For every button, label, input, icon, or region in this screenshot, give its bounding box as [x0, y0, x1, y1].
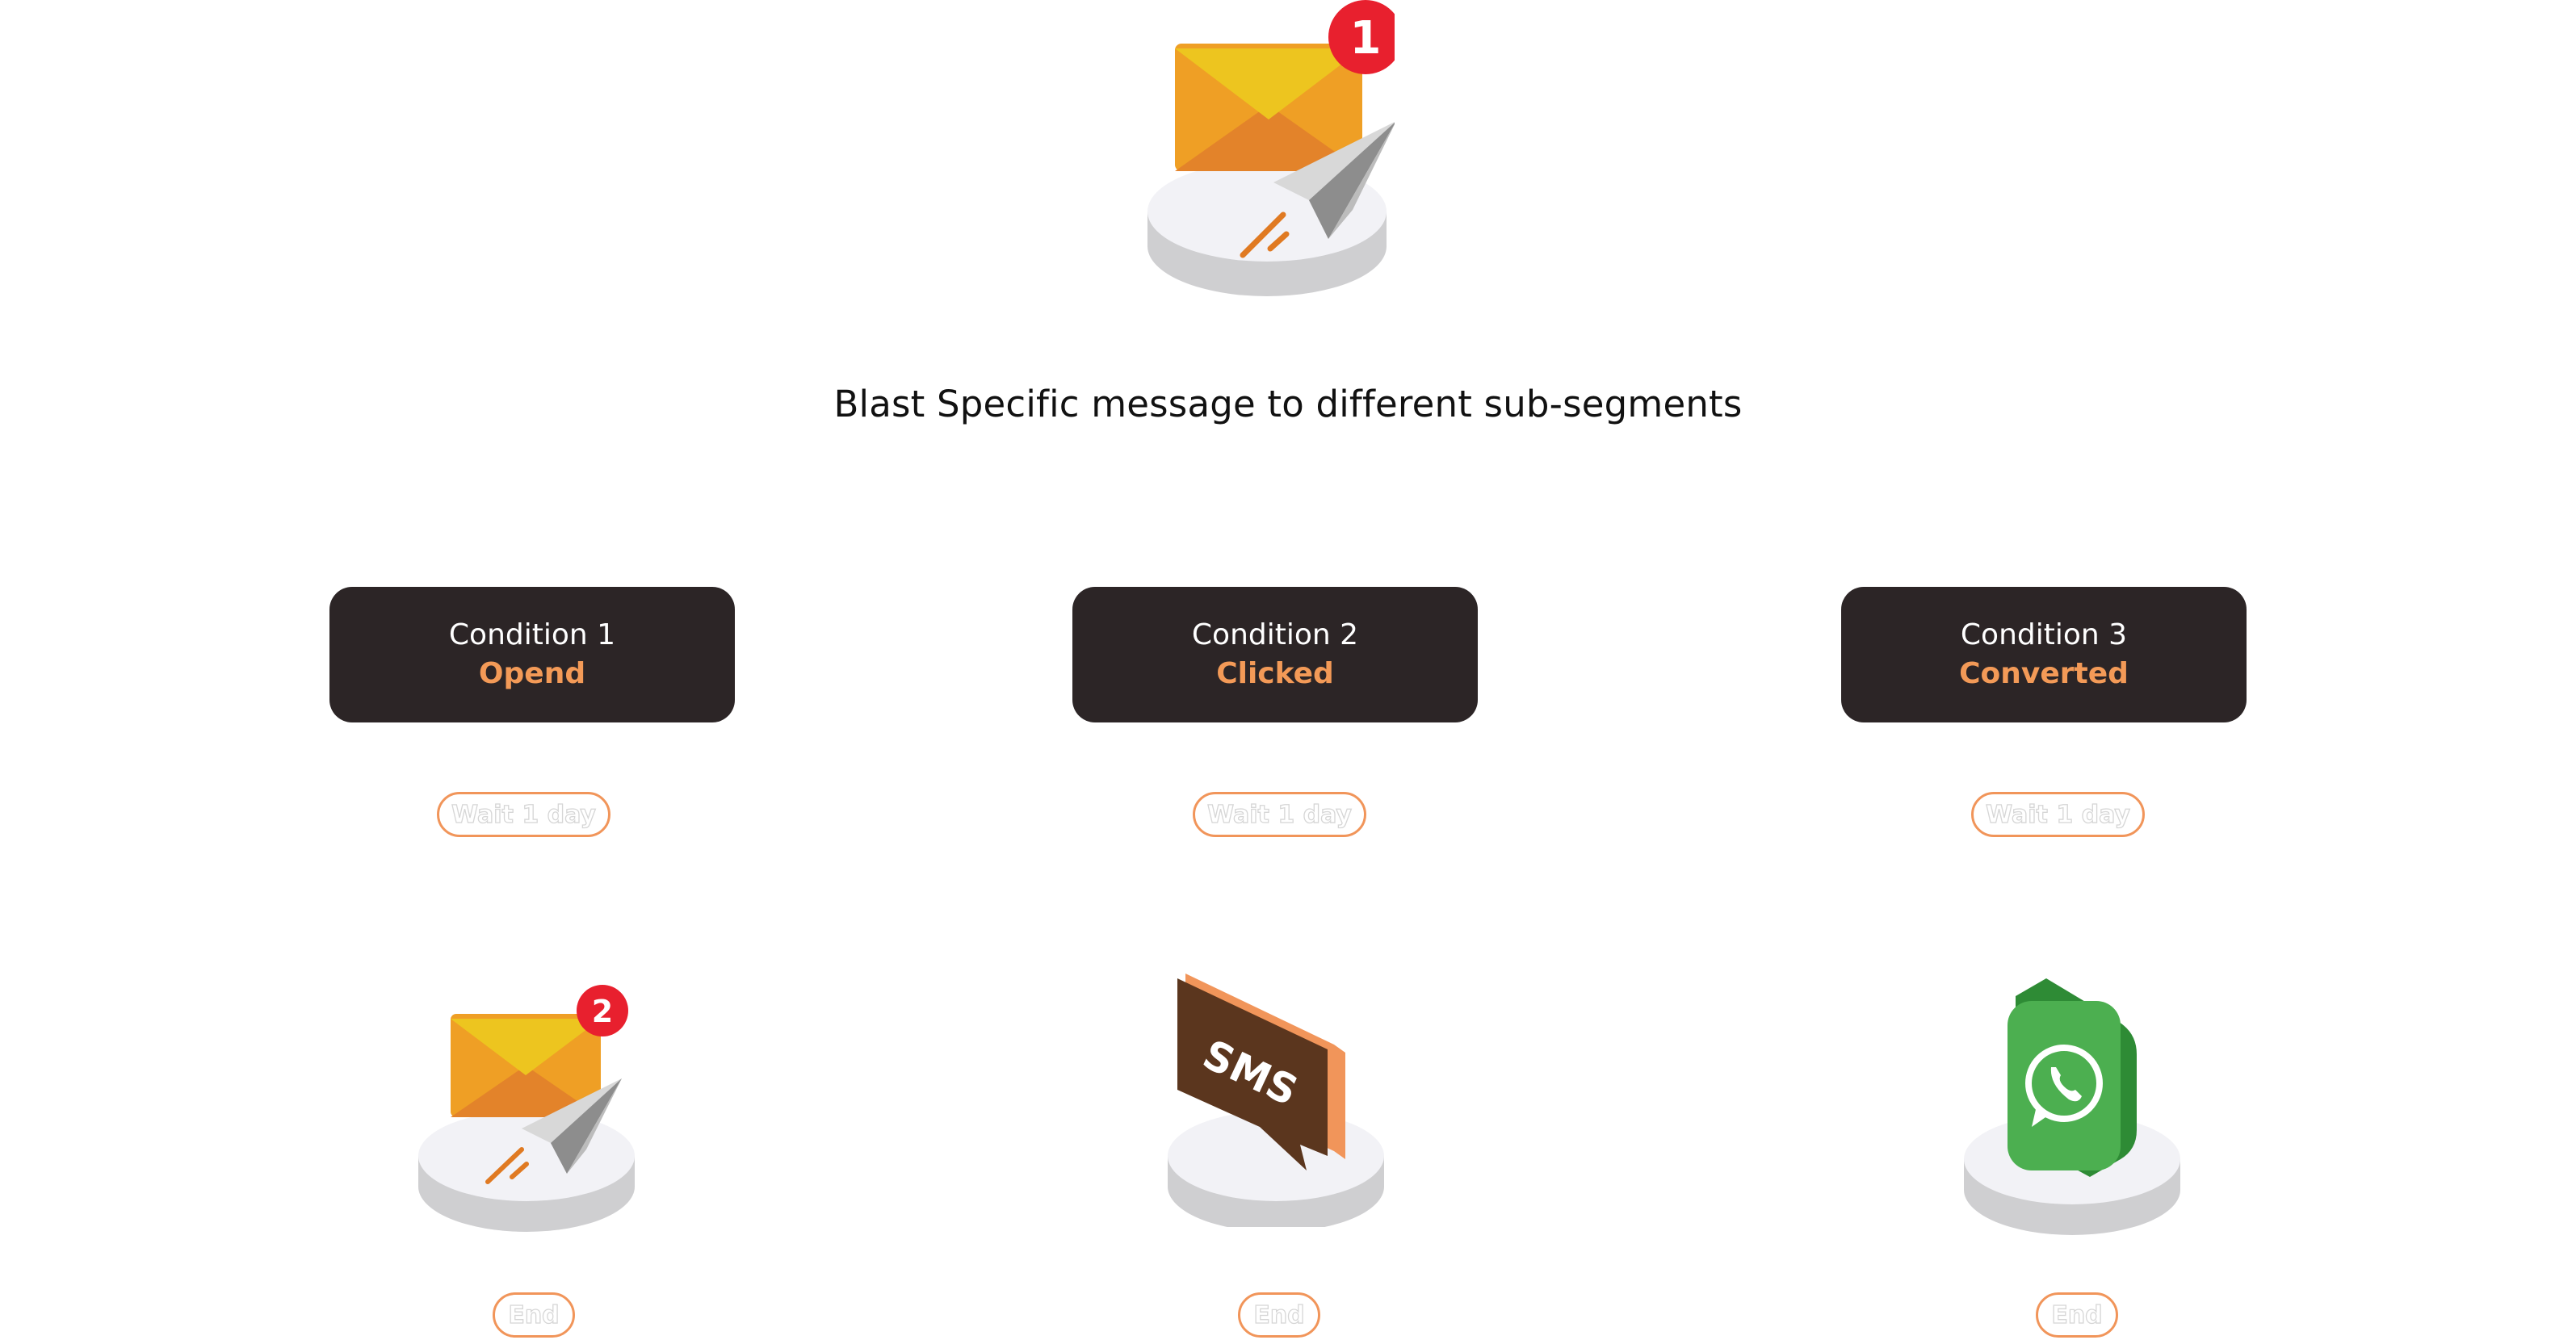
wait-pill: Wait 1 day	[437, 792, 610, 837]
condition-value: Opend	[478, 657, 586, 690]
email-send-icon: 1	[1138, 0, 1403, 307]
condition-label: Condition 1	[448, 618, 616, 651]
end-pill: End	[2036, 1292, 2118, 1338]
condition-label: Condition 3	[1960, 618, 2128, 651]
end-pill: End	[493, 1292, 575, 1338]
condition-value: Clicked	[1216, 657, 1334, 690]
notification-badge: 2	[592, 994, 613, 1029]
end-pill: End	[1238, 1292, 1320, 1338]
diagram-title: Blast Specific message to different sub-…	[833, 383, 1743, 425]
condition-card-3: Condition 3 Converted	[1841, 587, 2247, 722]
wait-pill: Wait 1 day	[1971, 792, 2145, 837]
wait-pill: Wait 1 day	[1193, 792, 1366, 837]
condition-label: Condition 2	[1191, 618, 1359, 651]
sms-icon: SMS	[1155, 969, 1397, 1232]
whatsapp-icon	[1951, 977, 2193, 1235]
notification-badge: 1	[1350, 12, 1382, 65]
email-send-icon: 2	[412, 977, 654, 1235]
condition-value: Converted	[1959, 657, 2129, 690]
condition-card-2: Condition 2 Clicked	[1072, 587, 1478, 722]
condition-card-1: Condition 1 Opend	[329, 587, 735, 722]
